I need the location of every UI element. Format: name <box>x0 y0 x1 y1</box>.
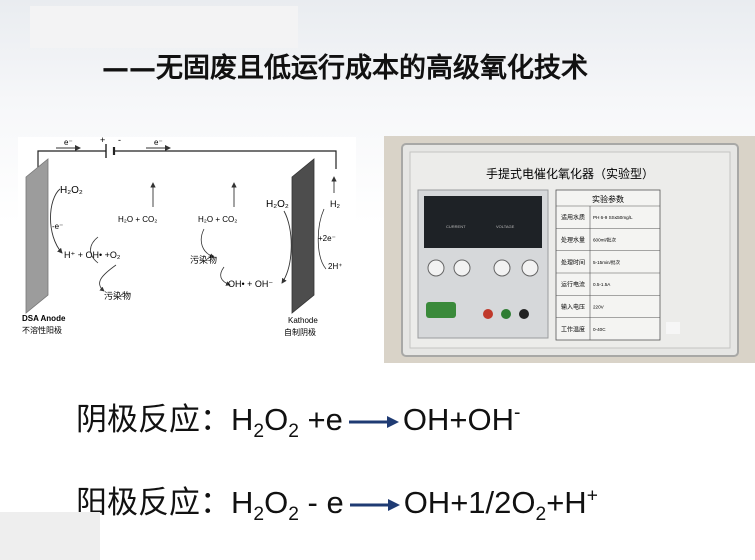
anode-pollutant-arc <box>90 236 99 264</box>
cathode-equation-label: 阴极反应： <box>76 402 231 438</box>
power-switch <box>426 302 456 318</box>
param-label: 工作温度 <box>561 325 585 333</box>
cathode-h2-arc <box>317 208 327 270</box>
label-cathode-desc: 自制阴极 <box>284 327 316 337</box>
param-label: 输入电压 <box>561 303 585 311</box>
meter-right-label: VOLTAGE <box>496 224 515 229</box>
cathode-arrow <box>281 210 292 284</box>
label-cathode-h2: H₂ <box>330 199 340 209</box>
param-label: 处理时间 <box>561 258 585 266</box>
terminal-green <box>501 309 511 319</box>
device-title: 手提式电催化氧化器（实验型） <box>486 166 654 181</box>
label-top-e-left: e⁻ <box>64 138 73 147</box>
label-anode-desc: 不溶性阳极 <box>22 325 62 335</box>
param-value: 5-15min/批次 <box>593 259 620 266</box>
label-anode-name: DSA Anode <box>22 314 66 323</box>
mid-cycle-arrow-top <box>200 228 215 259</box>
anode-plate <box>25 158 49 314</box>
meter-display <box>424 196 542 248</box>
reaction-arrow-icon <box>349 498 400 511</box>
label-plus: + <box>100 137 105 145</box>
param-label: 适用水质 <box>561 214 585 222</box>
params-table: 实验参数 适用水质 PH 6-9 SS≤50mg/L 处理水量 600ml/批次处理时… <box>555 189 661 341</box>
label-anode-pollutant: 污染物 <box>104 290 131 301</box>
label-cathode-h2o2: H₂O₂ <box>266 199 289 210</box>
mid-cycle-arrow-bottom <box>220 266 231 286</box>
reaction-arrow-icon <box>348 415 399 428</box>
knob-4 <box>521 259 539 277</box>
param-value: 600ml/批次 <box>593 237 616 244</box>
corner-block <box>0 512 100 560</box>
label-anode-h2o2: H₂O₂ <box>60 185 83 196</box>
electrolysis-diagram: e⁻ + - e⁻ H₂O₂ -e⁻ H⁺ + OH• +O₂ 污染物 DSA … <box>18 137 356 340</box>
anode-pollutant-arrow <box>99 264 117 292</box>
param-value: 220V <box>593 305 605 310</box>
params-header: 实验参数 <box>592 194 624 204</box>
label-mid-pollutant: 污染物 <box>190 254 217 265</box>
param-label: 运行电流 <box>561 281 585 289</box>
label-cathode-name: Kathode <box>288 316 318 325</box>
knob-2 <box>453 259 471 277</box>
device-photo: 手提式电催化氧化器（实验型） CURRENT VOLTAGE 实验参数 适用水质… <box>384 136 755 363</box>
label-minus: - <box>118 137 121 145</box>
param-value: 0-40C <box>593 327 606 332</box>
anode-equation-label: 阳极反应： <box>76 485 231 521</box>
param-value: PH 6-9 SS≤50mg/L <box>593 215 633 220</box>
label-mid-radicals: OH• + OH⁻ <box>228 279 273 289</box>
label-mid-right-products: H₂O + CO₂ <box>198 215 237 224</box>
knob-1 <box>427 259 445 277</box>
terminal-black <box>519 309 529 319</box>
param-label: 处理水量 <box>561 236 585 244</box>
header-band <box>30 6 298 48</box>
label-mid-left-products: H₂O + CO₂ <box>118 215 157 224</box>
terminal-red <box>483 309 493 319</box>
label-top-e-right: e⁻ <box>154 138 163 147</box>
label-cathode-plus-e: +2e⁻ <box>318 234 336 243</box>
knob-3 <box>493 259 511 277</box>
panel-label-patch <box>666 322 680 334</box>
label-anode-minus-e: -e⁻ <box>52 222 63 231</box>
label-anode-products: H⁺ + OH• +O₂ <box>64 250 121 260</box>
anode-arrow <box>50 188 63 254</box>
meter-left-label: CURRENT <box>446 224 466 229</box>
cathode-plate <box>291 158 315 314</box>
circuit-wire <box>37 150 337 169</box>
label-cathode-2h: 2H⁺ <box>328 262 342 271</box>
param-value: 0.5-1.5A <box>593 282 611 287</box>
slide-title: ——无固废且低运行成本的高级氧化技术 <box>102 53 588 84</box>
